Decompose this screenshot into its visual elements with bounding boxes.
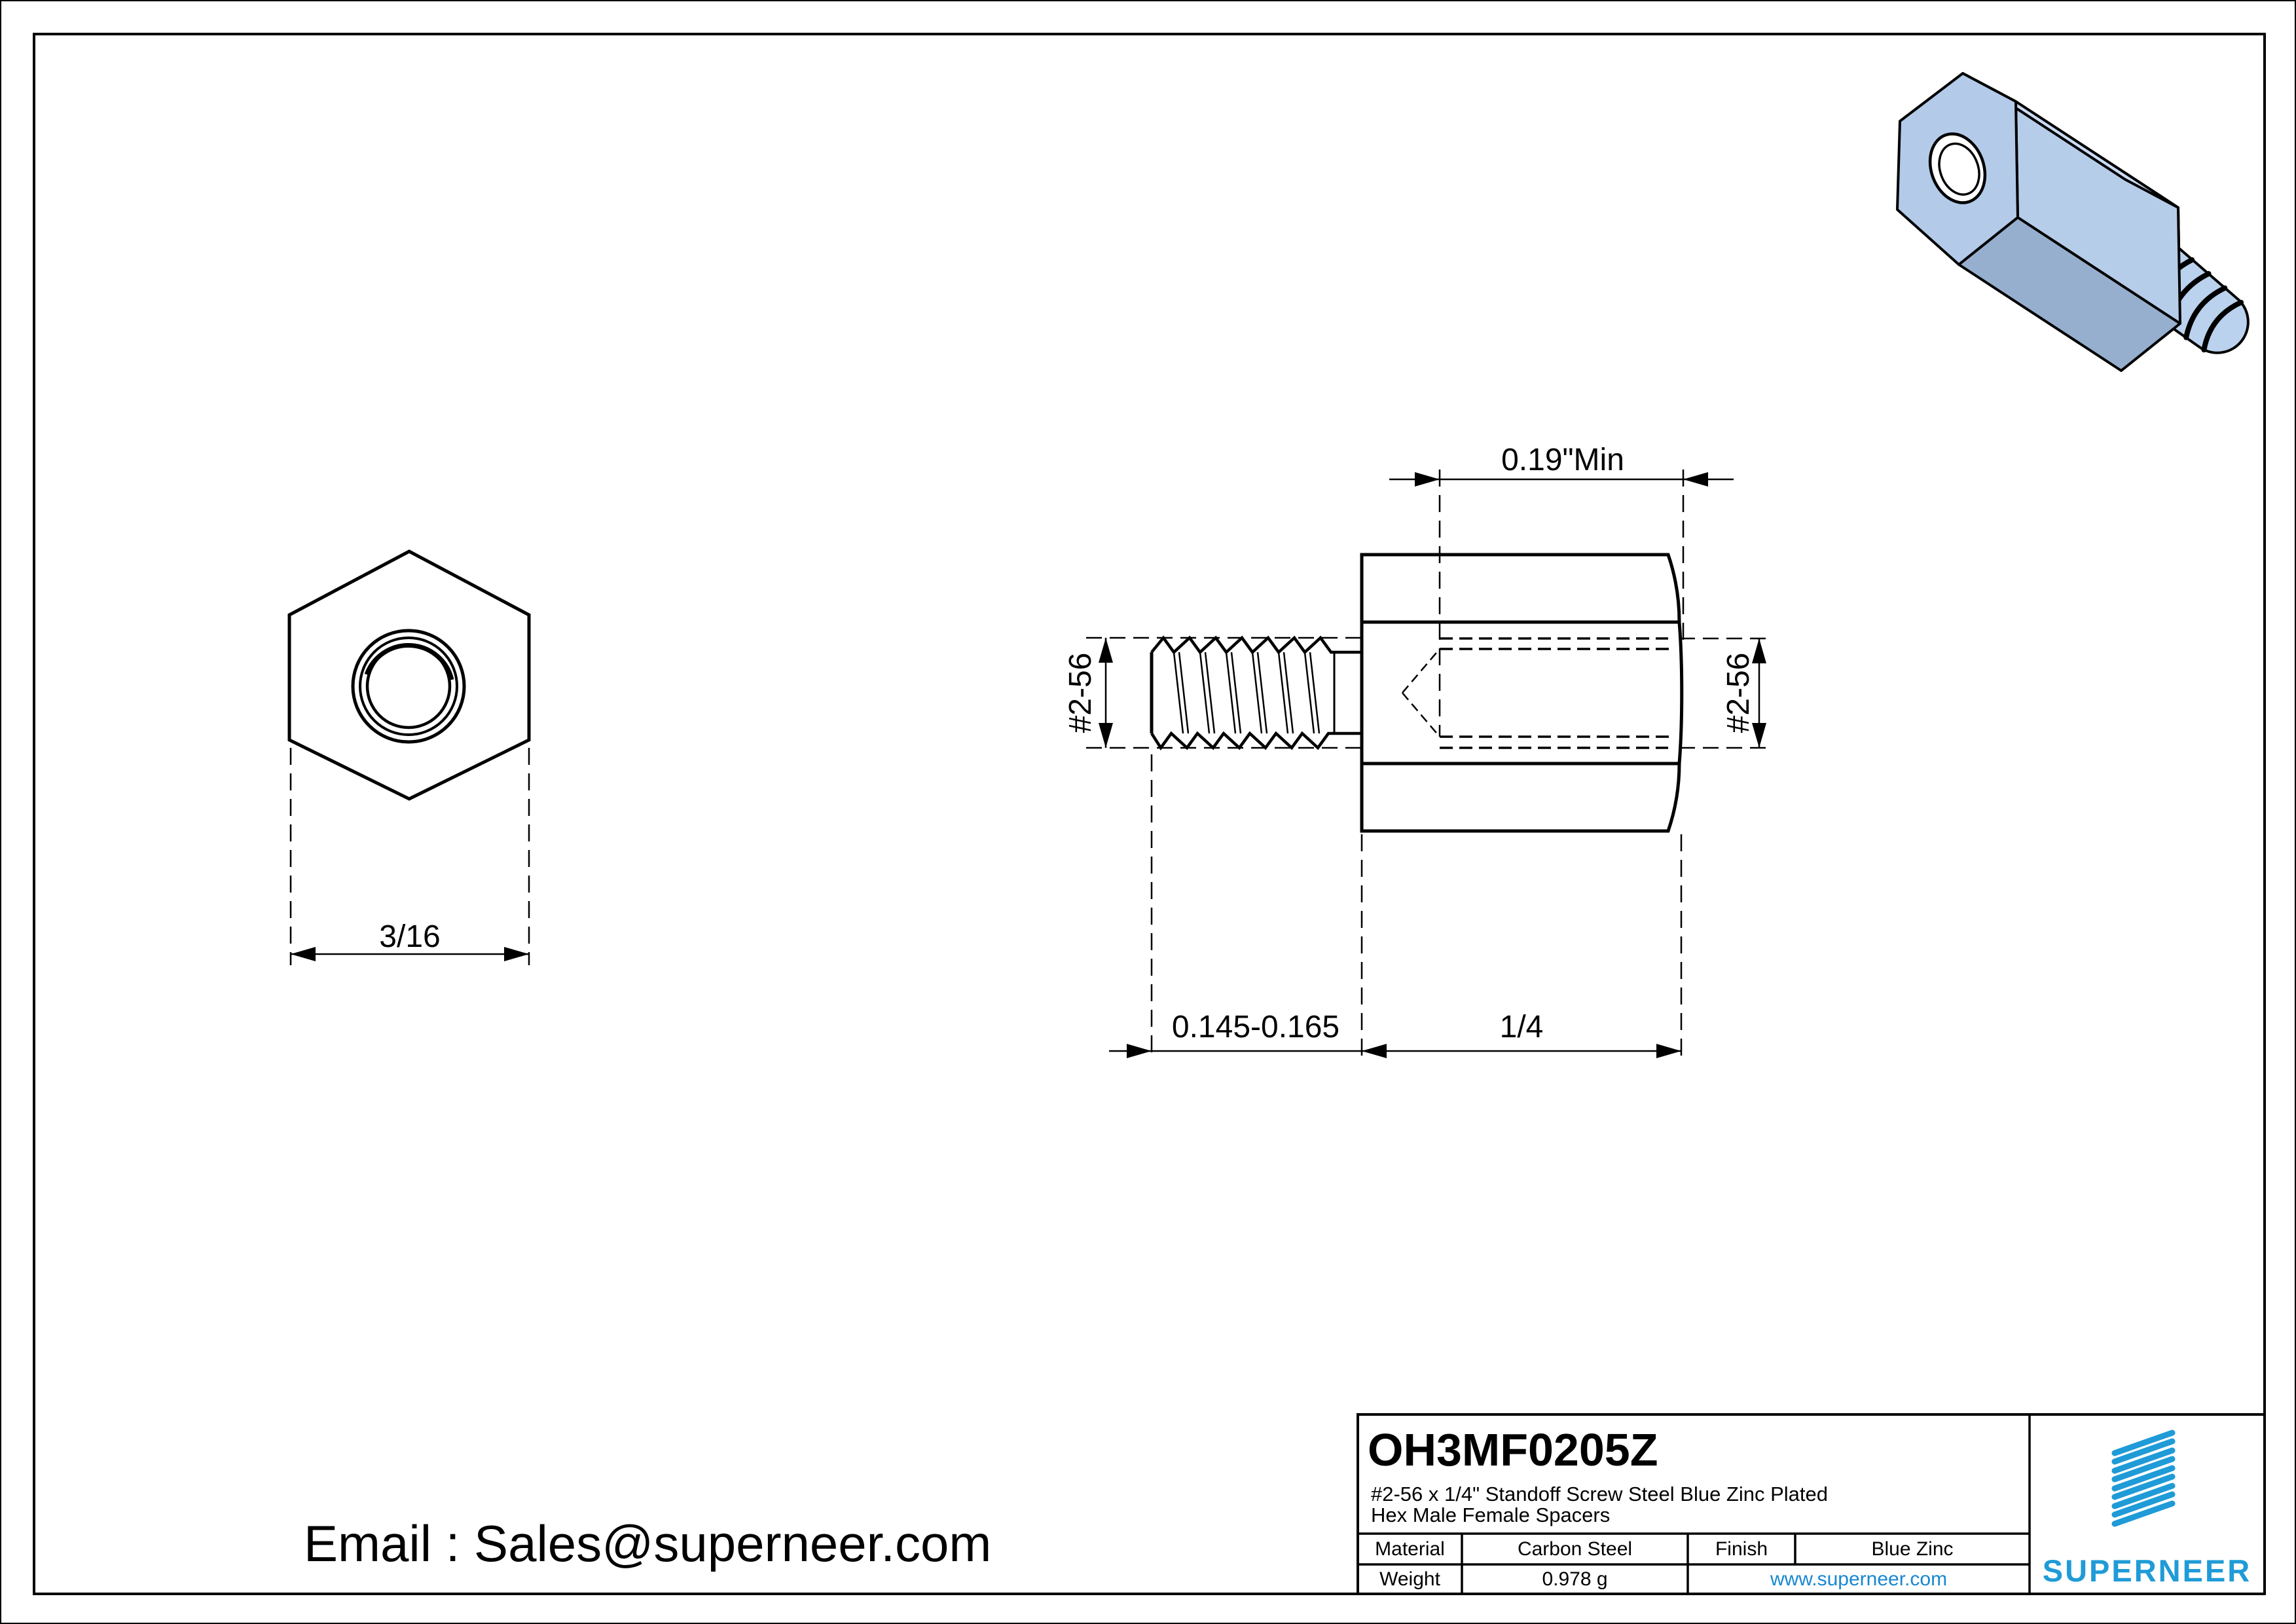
dim-female-thread-label: #2-56 (1721, 652, 1756, 733)
dim-male-thread-label: #2-56 (1063, 652, 1098, 733)
finish-value: Blue Zinc (1871, 1538, 1954, 1560)
website-link[interactable]: www.superneer.com (1770, 1568, 1948, 1590)
page-border (33, 33, 2266, 1595)
description-line-2: Hex Male Female Spacers (1371, 1504, 1611, 1526)
material-value: Carbon Steel (1517, 1538, 1633, 1560)
front-view-hex (287, 549, 531, 965)
dim-stud-length-label: 0.145-0.165 (1171, 1009, 1340, 1044)
title-block-lines (1357, 1413, 2266, 1595)
render-hole (1928, 132, 1987, 204)
weight-label: Weight (1379, 1568, 1440, 1590)
superneer-logo-icon (2111, 1430, 2176, 1527)
superneer-logo-text: SUPERNEER (2042, 1553, 2252, 1588)
dim-body-length-label: 1/4 (1499, 1009, 1544, 1044)
finish-label: Finish (1715, 1538, 1768, 1560)
description-line-1: #2-56 x 1/4" Standoff Screw Steel Blue Z… (1371, 1483, 1828, 1505)
side-view (1086, 470, 1767, 1061)
isometric-render (1896, 72, 2250, 372)
weight-value: 0.978 g (1542, 1568, 1608, 1590)
dim-across-flats-label: 3/16 (379, 919, 441, 954)
part-number: OH3MF0205Z (1368, 1424, 1658, 1475)
material-label: Material (1375, 1538, 1445, 1560)
dim-thread-depth-label: 0.19"Min (1501, 442, 1624, 477)
email-text: Email : Sales@superneer.com (304, 1515, 992, 1572)
